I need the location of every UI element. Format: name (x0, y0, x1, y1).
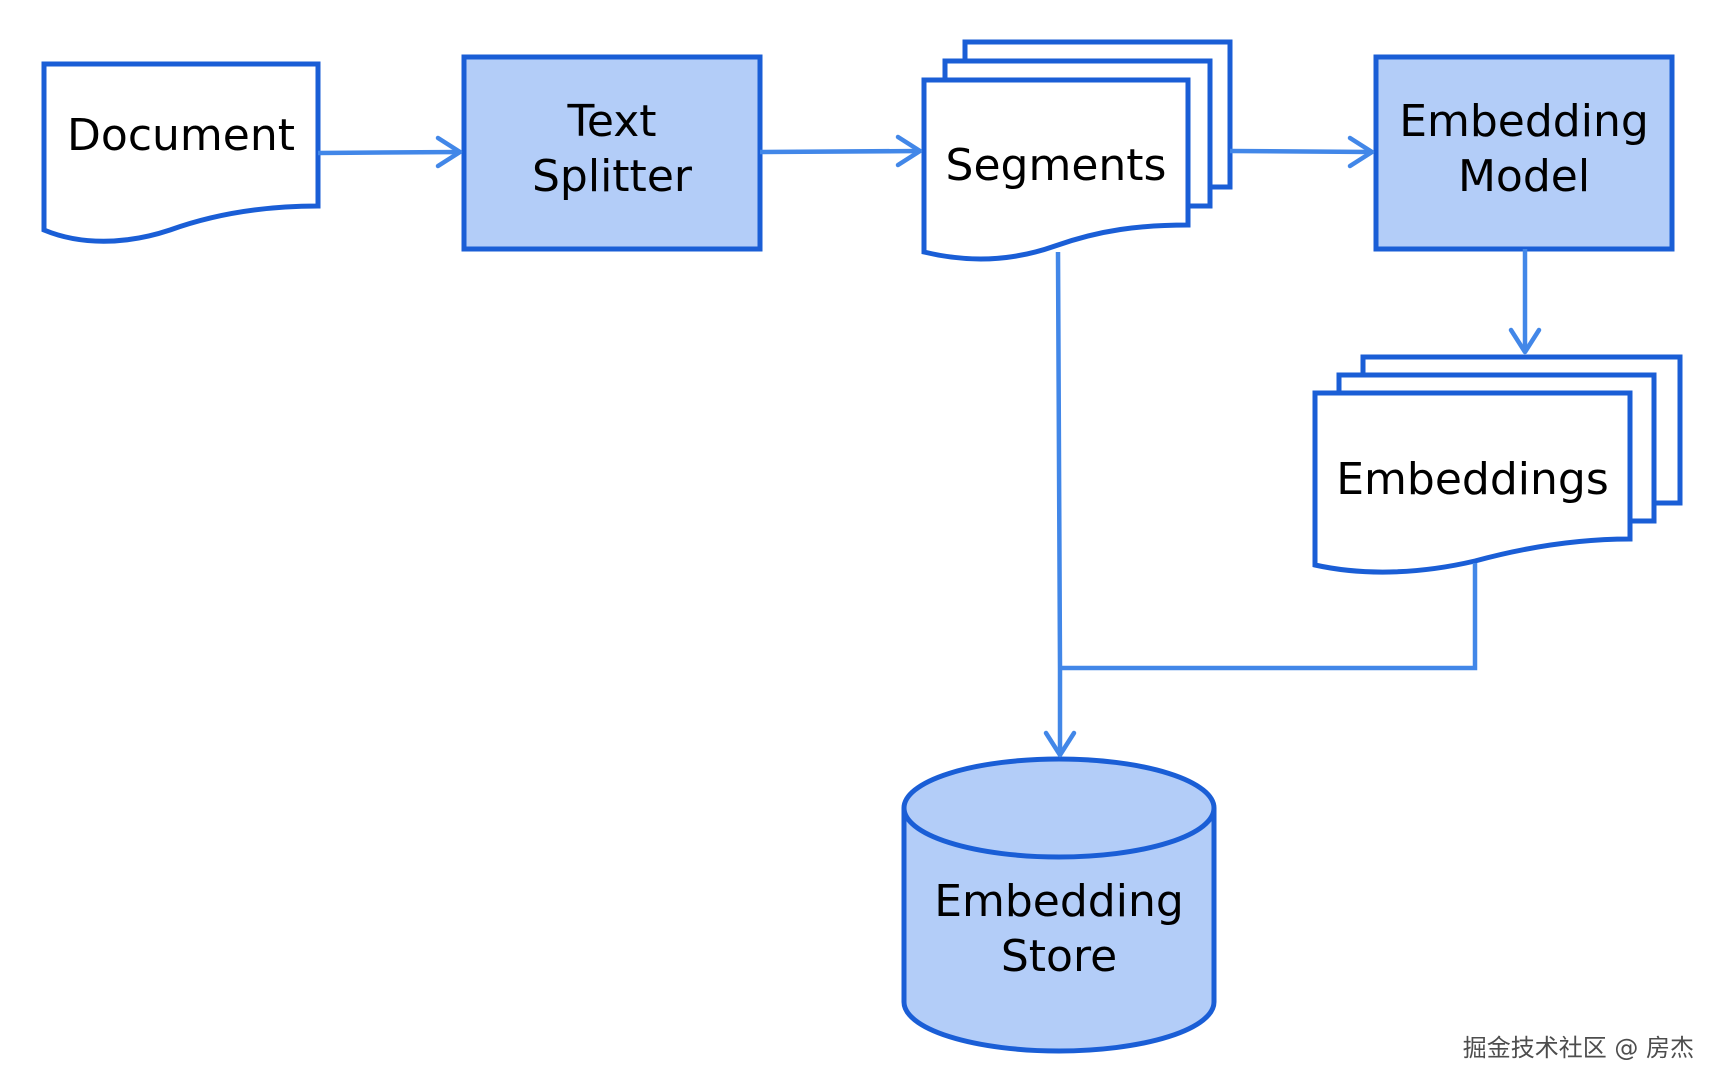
connector-embeddings-to-store (1060, 563, 1478, 671)
embedding-model-node (1373, 54, 1675, 252)
connector-splitter-to-segments (759, 134, 923, 168)
segments-node (921, 39, 1233, 262)
connector-segments-to-store (1043, 251, 1077, 758)
embedding-store-node (901, 756, 1217, 1054)
embedding-store-label: Embedding Store (934, 876, 1184, 982)
text-splitter-node (461, 54, 763, 252)
document-node (41, 61, 321, 244)
segments-label: Segments (945, 140, 1167, 191)
embedding-model-label: Embedding Model (1399, 96, 1649, 202)
connector-segments-to-model (1229, 135, 1375, 169)
embeddings-node (1312, 354, 1683, 575)
embeddings-label: Embeddings (1336, 454, 1609, 505)
watermark-text: 掘金技术社区 @ 房杰 (1462, 1034, 1694, 1062)
connector-model-to-embeddings (1508, 249, 1542, 355)
text-splitter-label: Text Splitter (532, 96, 692, 202)
connector-document-to-splitter (317, 135, 463, 169)
document-label: Document (67, 110, 295, 161)
